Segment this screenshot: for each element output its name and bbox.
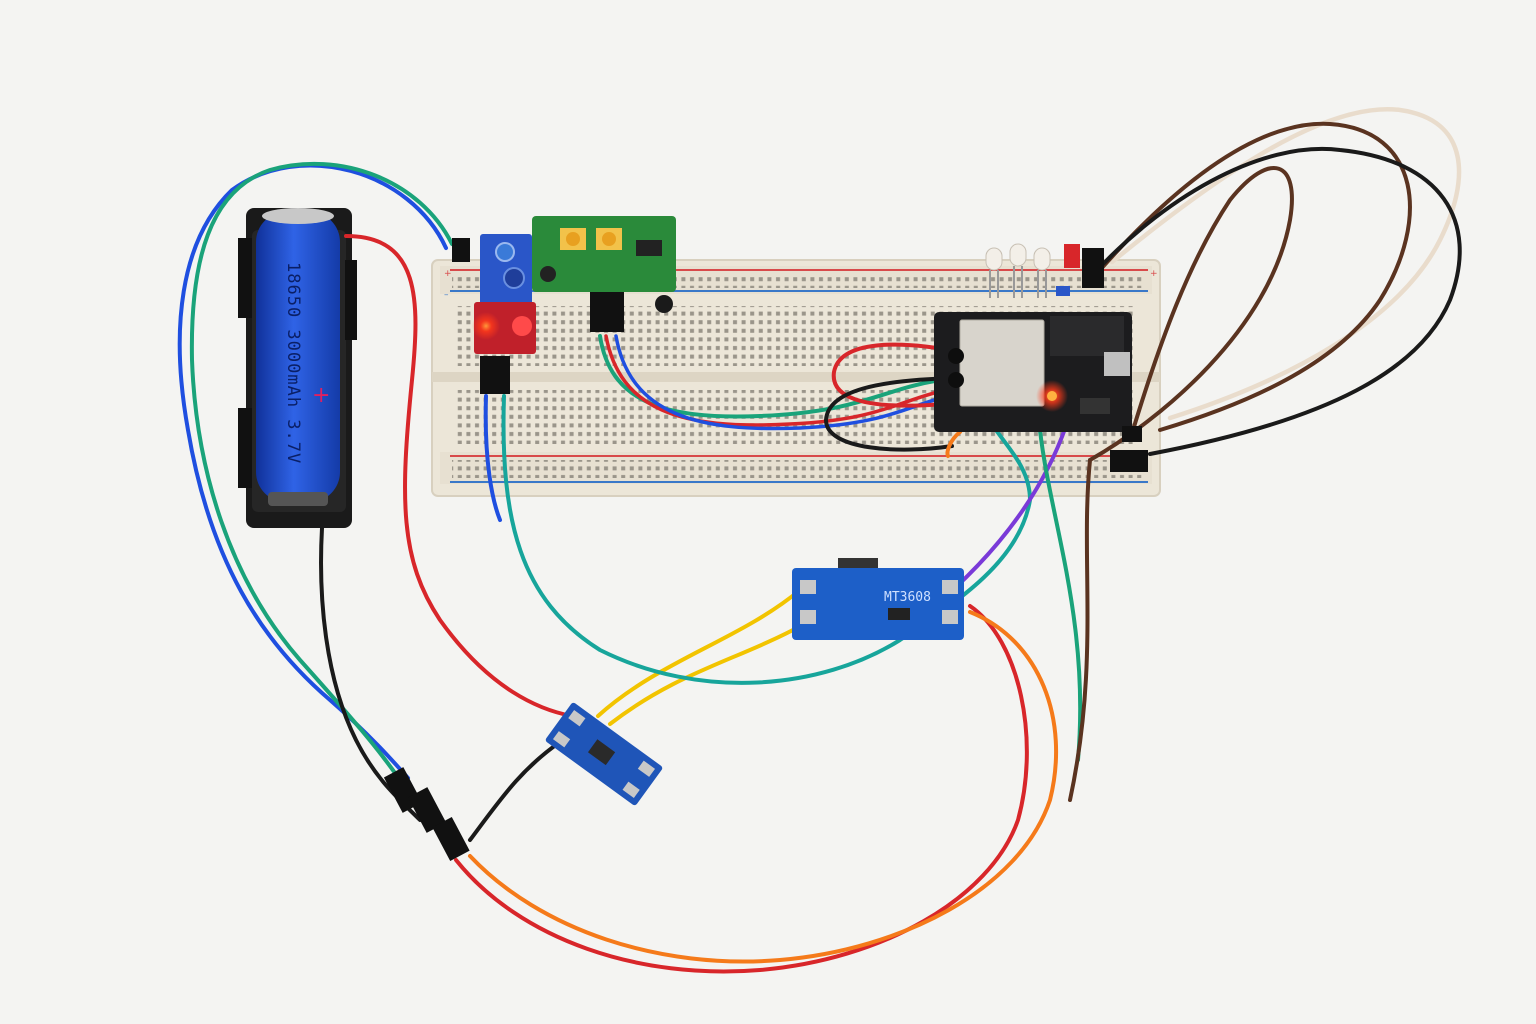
right-header-connectors bbox=[1110, 426, 1148, 472]
svg-text:+: + bbox=[444, 269, 452, 279]
charger-module bbox=[545, 702, 663, 806]
led-1 bbox=[985, 247, 1003, 298]
connector-red-black bbox=[1056, 244, 1104, 296]
sensor-module-red bbox=[472, 302, 536, 394]
wire-blue-breadboard bbox=[483, 394, 502, 522]
battery-18650 bbox=[256, 208, 340, 506]
wire-green-sensor-esp bbox=[598, 334, 942, 419]
led-3 bbox=[1033, 247, 1051, 298]
wire-orange-esp-short bbox=[945, 430, 962, 458]
svg-text:–: – bbox=[444, 290, 449, 300]
wire-red-battery-positive bbox=[344, 234, 574, 718]
wire-green-esp bbox=[1038, 428, 1083, 762]
svg-text:+: + bbox=[1150, 269, 1158, 279]
boost-module-silkscreen: MT3608 bbox=[884, 590, 931, 605]
wire-orange-bottom-loop bbox=[468, 610, 1059, 964]
led-2 bbox=[1009, 243, 1027, 298]
wire-red-bottom-loop bbox=[454, 604, 1029, 974]
wire-black-loop bbox=[1088, 146, 1462, 456]
wire-red-sensor-esp bbox=[604, 334, 948, 427]
led-array bbox=[985, 243, 1051, 298]
sensor-module-blue bbox=[452, 234, 532, 306]
wire-green-battery-loop bbox=[189, 161, 454, 788]
wire-yellow-1 bbox=[596, 588, 802, 718]
wire-red-esp-loop bbox=[831, 342, 962, 408]
wire-brown-loop bbox=[1098, 121, 1412, 432]
wire-brown-right-loop bbox=[1068, 166, 1294, 802]
wire-cream-loop bbox=[1109, 106, 1462, 421]
esp32-board bbox=[934, 312, 1132, 432]
wires bbox=[177, 106, 1462, 974]
boost-converter-module bbox=[792, 558, 964, 640]
wire-black-to-charger bbox=[468, 740, 562, 842]
battery-plus-icon: + bbox=[312, 383, 330, 408]
battery-label: 18650 3000mAh 3.7V bbox=[283, 262, 303, 464]
wire-black-esp-loop bbox=[823, 376, 958, 452]
dupont-connectors-bottom bbox=[383, 767, 470, 861]
wire-yellow-2 bbox=[608, 620, 810, 726]
voltage-regulator-green bbox=[532, 216, 676, 332]
